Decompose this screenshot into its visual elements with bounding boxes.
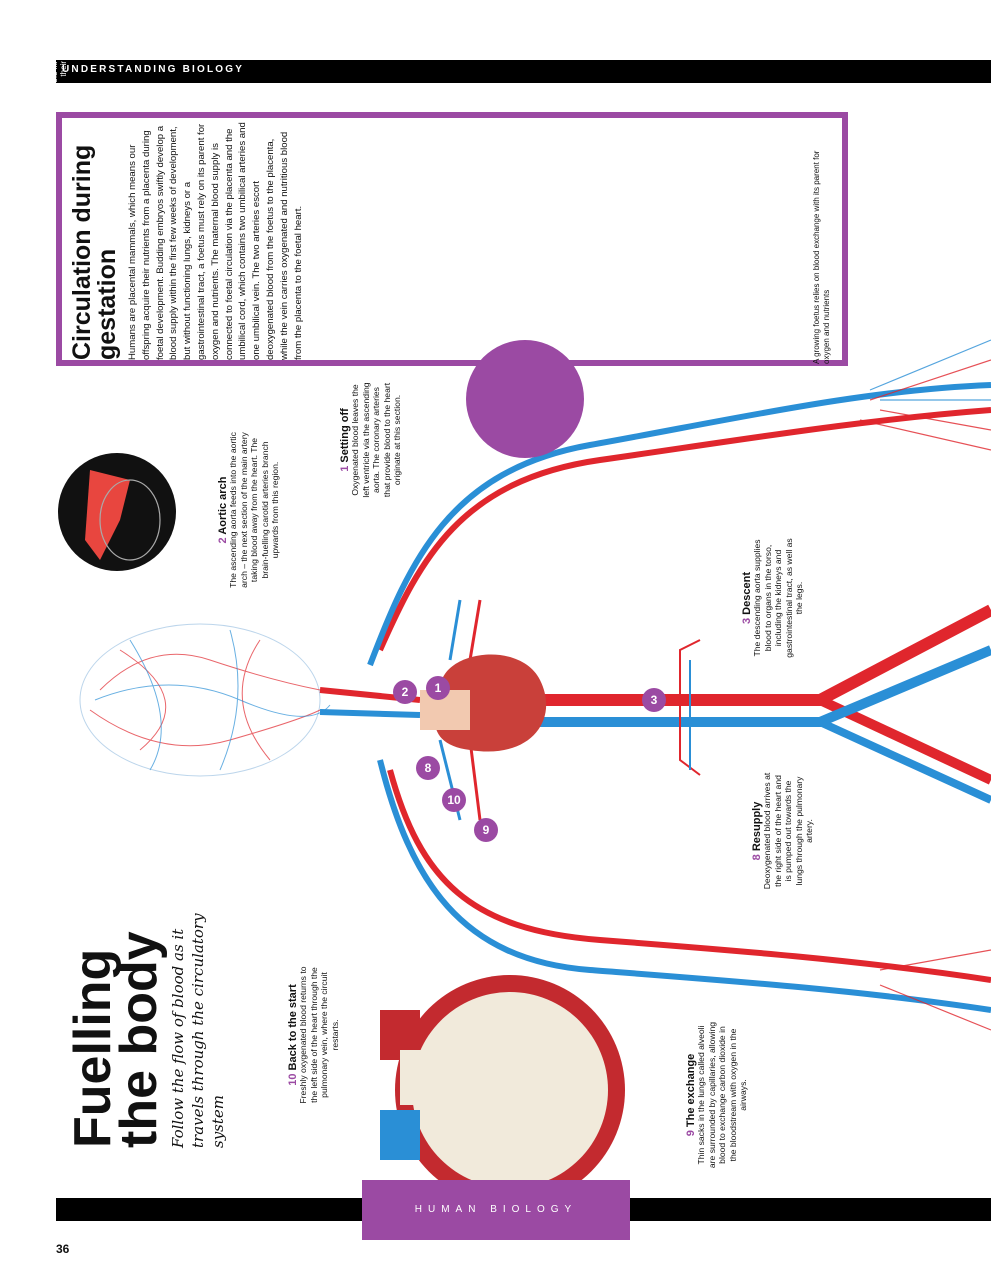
gestation-title: Circulation during gestation	[68, 144, 121, 360]
gestation-caption: A growing foetus relies on blood exchang…	[812, 150, 831, 364]
callout-resupply: 8 Resupply Deoxygenated blood arrives at…	[751, 772, 815, 890]
page-number: 36	[56, 1242, 70, 1256]
did-you-know-circle	[466, 340, 584, 458]
badge-3: 3	[642, 688, 666, 712]
did-you-know: Did you know? The average adult has abou…	[27, 13, 69, 105]
gestation-panel	[56, 112, 848, 366]
badge-1: 1	[426, 676, 450, 700]
section-label: UNDERSTANDING BIOLOGY	[62, 64, 245, 75]
alveolus-illustration	[380, 975, 625, 1205]
main-subtitle: Follow the flow of blood as it travels t…	[169, 913, 227, 1148]
head-outline	[79, 623, 321, 777]
section-tab-label: HUMAN BIOLOGY	[414, 1204, 578, 1215]
did-you-know-title: Did you know?	[27, 16, 41, 102]
section-tab: HUMAN BIOLOGY	[362, 1180, 630, 1240]
gestation-body: Humans are placental mammals, which mean…	[127, 122, 304, 360]
callout-aortic-arch: 2 Aortic arch The ascending aorta feeds …	[217, 432, 281, 588]
badge-8: 8	[416, 756, 440, 780]
main-title: Fuelling the body	[64, 931, 168, 1148]
callout-back-to-start: 10 Back to the start Freshly oxygenated …	[287, 966, 340, 1104]
did-you-know-text: The average adult has about 5.5 litres o…	[40, 13, 68, 105]
badge-2: 2	[393, 680, 417, 704]
callout-the-exchange: 9 The exchange Thin sacks in the lungs c…	[685, 1021, 749, 1169]
badge-9: 9	[474, 818, 498, 842]
main-title-block: Fuelling the body Follow the flow of blo…	[64, 898, 228, 1148]
header-bar: UNDERSTANDING BIOLOGY	[56, 60, 991, 83]
callout-setting-off: 1 Setting off Oxygenated blood leaves th…	[339, 382, 403, 498]
aortic-arch-image	[58, 453, 176, 571]
gestation-text-block: Circulation during gestation Humans are …	[68, 120, 305, 360]
callout-descent: 3 Descent The descending aorta supplies …	[741, 538, 805, 658]
badge-10: 10	[442, 788, 466, 812]
